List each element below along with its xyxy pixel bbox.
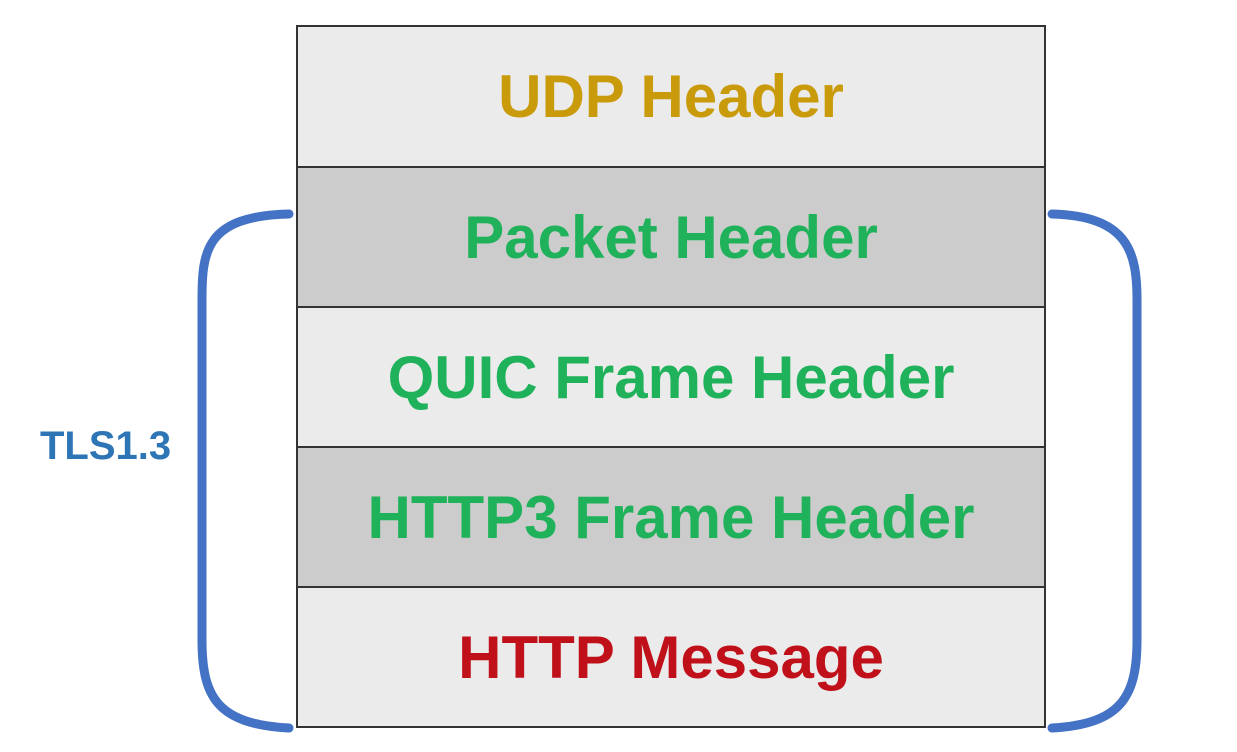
layer-http3-frame-header: HTTP3 Frame Header (298, 446, 1044, 586)
left-bracket (197, 209, 294, 733)
layer-http-message: HTTP Message (298, 586, 1044, 726)
layer-packet-header: Packet Header (298, 166, 1044, 306)
right-bracket (1047, 209, 1142, 733)
layer-udp-header: UDP Header (298, 27, 1044, 166)
tls-label: TLS1.3 (40, 424, 172, 468)
layer-quic-frame-header: QUIC Frame Header (298, 306, 1044, 446)
protocol-stack: UDP Header Packet Header QUIC Frame Head… (296, 25, 1046, 728)
